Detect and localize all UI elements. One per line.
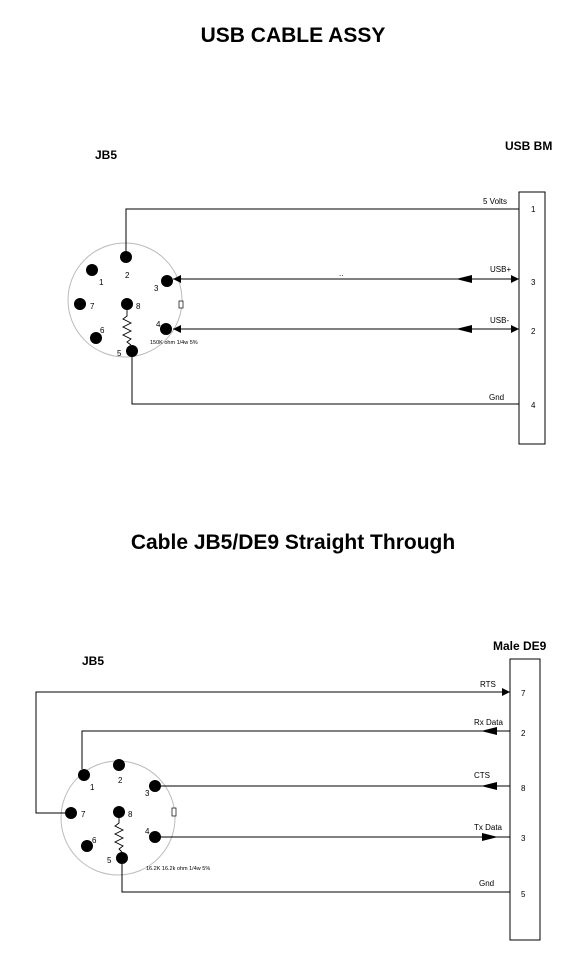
jb5-key-notch-bottom: [171, 807, 177, 817]
pin-4-label-bottom: 4: [145, 827, 150, 836]
wire-gnd-label: Gnd: [489, 393, 504, 402]
pin-5-dot-bottom: [116, 852, 128, 864]
wire-rts-label: RTS: [480, 680, 496, 689]
pin-6-label-bottom: 6: [92, 836, 97, 845]
jb5-header-bottom: JB5: [82, 654, 104, 668]
de9-pin-2-label: 2: [521, 729, 526, 738]
de9-pin-3-label: 3: [521, 834, 526, 843]
pin-7-dot: [74, 298, 86, 310]
pin-5-label: 5: [117, 349, 122, 358]
pin-3-dot-bottom: [149, 780, 161, 792]
pin-1-dot-bottom: [78, 769, 90, 781]
pin-2-label: 2: [125, 271, 130, 280]
de9-pin-7-label: 7: [521, 689, 526, 698]
pin-7-dot-bottom: [65, 807, 77, 819]
usb-plus-arrow-mid: [456, 275, 472, 283]
wire-gnd-label-bottom: Gnd: [479, 879, 494, 888]
pin-8-label-bottom: 8: [128, 810, 133, 819]
tx-data-arrow: [482, 833, 498, 841]
pin-1-label: 1: [99, 278, 104, 287]
cts-arrow: [481, 782, 497, 790]
usb-bm-header: USB BM: [505, 139, 552, 153]
pin-6-label: 6: [100, 326, 105, 335]
pin-4-dot: [160, 323, 172, 335]
usb-bm-connector: [518, 191, 546, 445]
pin-8-dot-bottom: [113, 806, 125, 818]
pin-3-dot: [161, 275, 173, 287]
wire-usb-minus-label: USB-: [490, 316, 509, 325]
de9-pin-8-label: 8: [521, 784, 526, 793]
pin-2-dot-bottom: [113, 759, 125, 771]
wire-rx-data-label: Rx Data: [474, 718, 503, 727]
usb-pin-2-label: 2: [531, 327, 536, 336]
pin-6-dot: [90, 332, 102, 344]
jb5-key-notch: [178, 300, 184, 309]
jb5-connector: [67, 242, 183, 358]
wire-5-volts-label: 5 Volts: [483, 197, 507, 206]
pin-2-dot: [120, 251, 132, 263]
pin-3-label-bottom: 3: [145, 789, 150, 798]
male-de9-header: Male DE9: [493, 639, 547, 653]
wire-tx-data-label: Tx Data: [474, 823, 503, 832]
de9-cable-section: Cable JB5/DE9 Straight Through JB5 Male …: [35, 531, 547, 941]
wire-rts: [35, 688, 510, 814]
pin-7-label-bottom: 7: [81, 810, 86, 819]
pin-6-dot-bottom: [81, 840, 93, 852]
wire-rx-data: [81, 730, 510, 769]
resistor-150k: [121, 310, 133, 346]
pin-5-label-bottom: 5: [107, 856, 112, 865]
pin-5-dot: [126, 345, 138, 357]
pin-1-label-bottom: 1: [90, 783, 95, 792]
resistor-label: 150K ohm 1/4w 5%: [150, 340, 198, 346]
pin-8-label: 8: [136, 302, 141, 311]
pin-4-dot-bottom: [149, 831, 161, 843]
de9-cable-title: Cable JB5/DE9 Straight Through: [131, 531, 455, 554]
pin-4-label: 4: [156, 320, 161, 329]
rx-data-arrow: [481, 727, 497, 735]
wire-5-volts: [125, 208, 519, 251]
jb5-header: JB5: [95, 148, 117, 162]
male-de9-connector: [509, 658, 541, 941]
usb-cable-section: USB CABLE ASSY JB5 USB BM 2 1 3 7 8 6 4 …: [67, 24, 552, 445]
usb-plus-dots: ..: [339, 269, 343, 278]
resistor-16k: [113, 818, 125, 853]
pin-3-label: 3: [154, 284, 159, 293]
resistor-label-bottom: 16.2K 16.2k ohm 1/4w 5%: [146, 866, 210, 872]
usb-cable-title: USB CABLE ASSY: [201, 24, 386, 47]
pin-7-label: 7: [90, 302, 95, 311]
wire-gnd: [131, 357, 519, 405]
usb-pin-3-label: 3: [531, 278, 536, 287]
pin-8-dot: [121, 298, 133, 310]
wire-cts-label: CTS: [474, 771, 490, 780]
usb-pin-1-label: 1: [531, 205, 536, 214]
pin-1-dot: [86, 264, 98, 276]
usb-pin-4-label: 4: [531, 401, 536, 410]
wire-usb-plus-label: USB+: [490, 265, 511, 274]
wire-gnd-bottom: [121, 864, 510, 893]
usb-minus-arrow-mid: [456, 325, 472, 333]
de9-pin-5-label: 5: [521, 890, 526, 899]
pin-2-label-bottom: 2: [118, 776, 123, 785]
